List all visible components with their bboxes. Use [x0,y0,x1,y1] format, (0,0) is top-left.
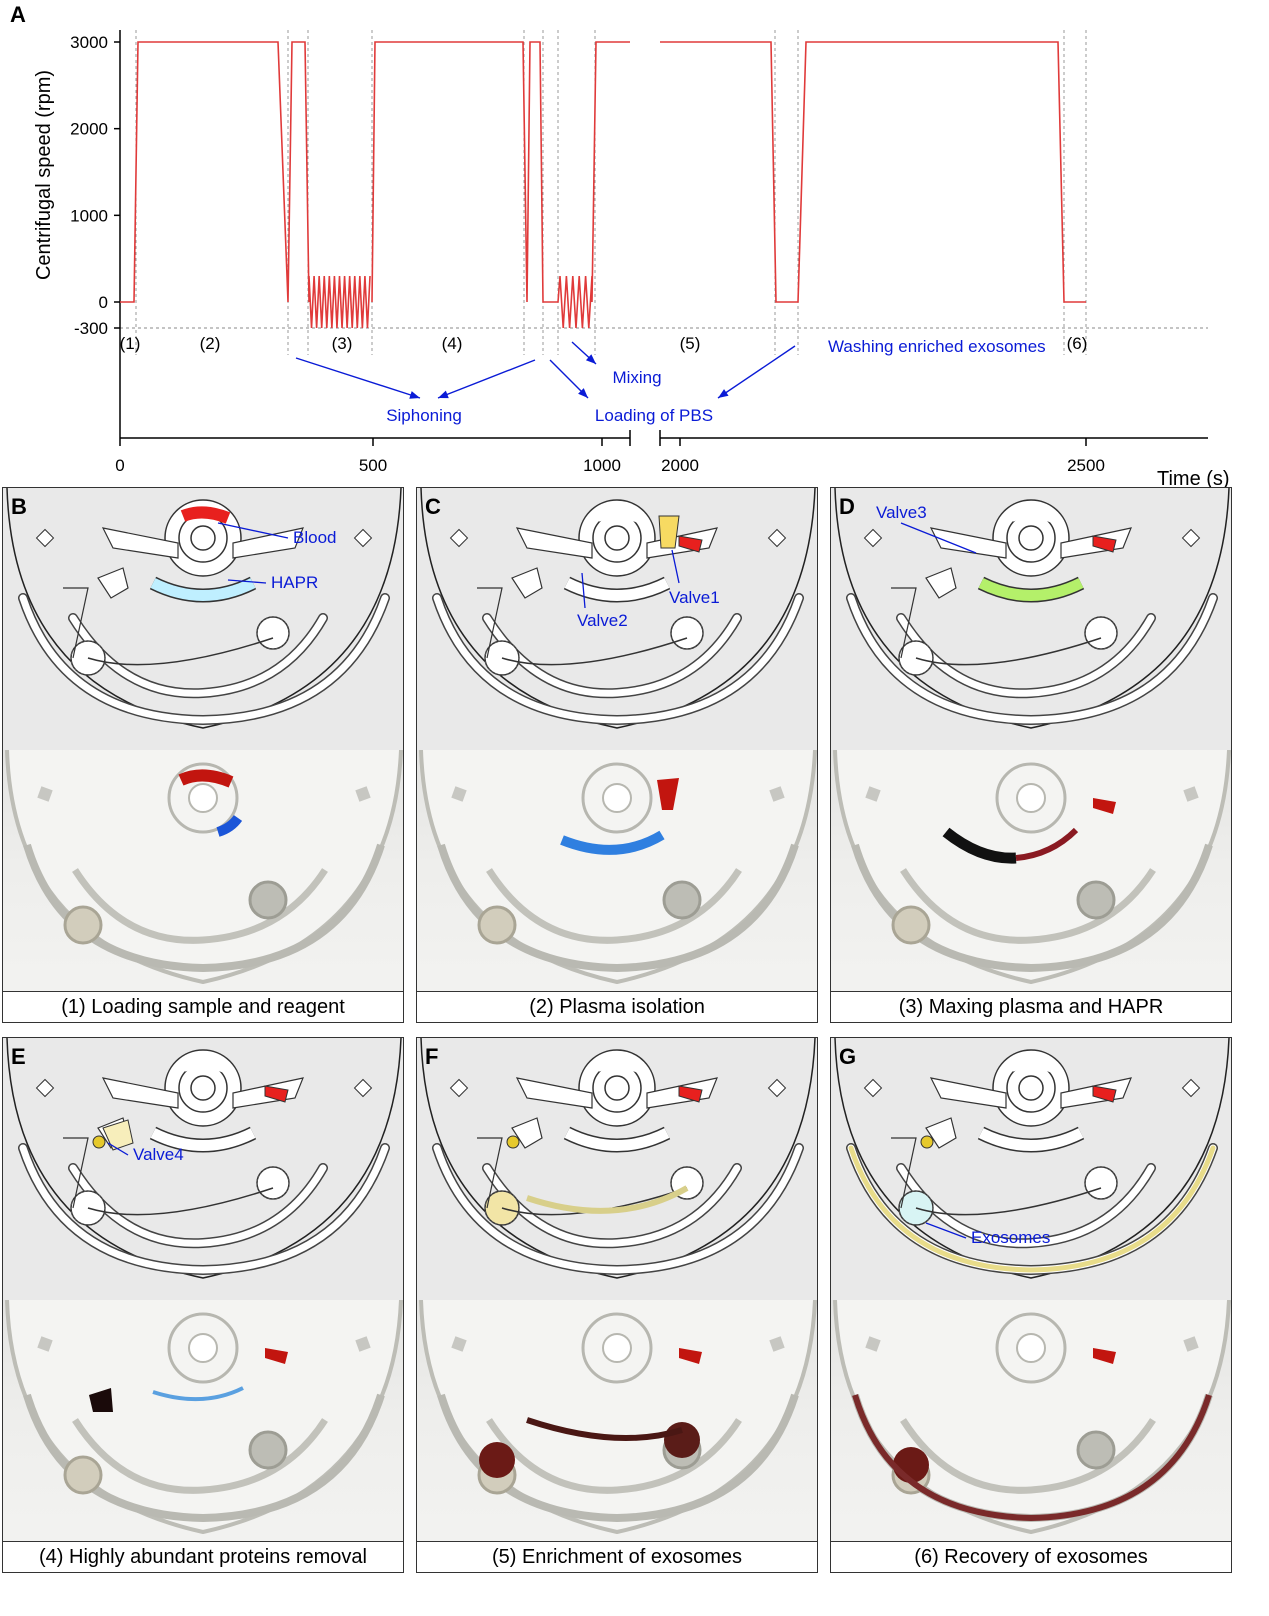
panel-letter: C [425,494,441,520]
speed-line-segment [372,42,630,328]
chip-photo [417,1300,817,1558]
panel-f: F (5) Enrichment of exosomes [416,1037,818,1573]
x-tick-label: 1000 [583,456,621,475]
panel-annotation: Valve3 [876,503,927,522]
x-tick-label: 500 [359,456,387,475]
panel-letter: D [839,494,855,520]
stage-label: (6) [1067,334,1088,353]
panel-caption: (6) Recovery of exosomes [831,1541,1231,1572]
speed-series [120,42,1086,328]
x-tick-label: 0 [115,456,124,475]
chip-photo [831,1300,1231,1558]
annotation-arrow-head [718,389,729,398]
panel-letter: G [839,1044,856,1070]
panel-e: Valve4 E (4) Highly abundant proteins rem… [2,1037,404,1573]
stage-label: (2) [200,334,221,353]
chart-axes [120,30,1208,446]
panel-annotation: HAPR [271,573,318,592]
chip-schematic: Exosomes [831,1038,1231,1300]
chip-photo [417,750,817,1008]
panel-letter: B [11,494,27,520]
panel-letter: F [425,1044,438,1070]
y-tick-label: 3000 [70,33,108,52]
panel-caption: (2) Plasma isolation [417,991,817,1022]
speed-profile-svg: 3000 2000 1000 0 -300 0 500 1000 2000 2500 (1) (2)… [0,0,1269,490]
panel-caption: (3) Maxing plasma and HAPR [831,991,1231,1022]
chip-photo [3,1300,403,1558]
annotation-arrow-line [438,360,535,398]
stage-label: (4) [442,334,463,353]
annotation-label: Siphoning [386,406,462,425]
panel-annotation: Blood [293,528,336,547]
annotation-label: Mixing [612,368,661,387]
y-tick-label: 0 [99,293,108,312]
panel-annotation: Exosomes [971,1228,1050,1247]
annotation-arrow-line [296,358,420,398]
y-tick-label: 2000 [70,120,108,139]
speed-profile-chart: 3000 2000 1000 0 -300 0 500 1000 2000 2500 (1) (2)… [0,0,1269,490]
speed-line-segment [660,42,1086,302]
panel-caption: (4) Highly abundant proteins removal [3,1541,403,1572]
annotation-arrow-head [409,391,420,399]
panel-annotation: Valve1 [669,588,720,607]
x-tick-label: 2500 [1067,456,1105,475]
panel-annotation: Valve2 [577,611,628,630]
stage-label: (1) [120,334,141,353]
chip-schematic: Valve4 [3,1038,403,1300]
panel-annotation: Valve4 [133,1145,184,1164]
chart-ticks: 3000 2000 1000 0 -300 0 500 1000 2000 2500 [70,33,1105,475]
panel-letter: E [11,1044,26,1070]
annotation-label: Washing enriched exosomes [828,337,1046,356]
chip-schematic [417,1038,817,1300]
stage-label: (5) [680,334,701,353]
annotation-label: Loading of PBS [595,406,713,425]
x-tick-label: 2000 [661,456,699,475]
chip-schematic: Blood HAPR [3,488,403,750]
y-axis-label: Centrifugal speed (rpm) [33,70,55,280]
stage-label: (3) [332,334,353,353]
chip-schematic: Valve3 [831,488,1231,750]
panel-c: Valve1 Valve2 C (2) Plasma isolation [416,487,818,1023]
annotation-arrow-head [438,391,449,398]
chart-annotations: (1) (2) (3) (4) (5) (6) Siphoning MixingLoading… [120,334,1088,425]
panel-caption: (5) Enrichment of exosomes [417,1541,817,1572]
speed-line-segment [120,42,370,328]
chip-schematic: Valve1 Valve2 [417,488,817,750]
chip-photo [3,750,403,1008]
panel-b: Blood HAPR B (1) Loading sample and reage… [2,487,404,1023]
chip-photo [831,750,1231,1008]
panel-caption: (1) Loading sample and reagent [3,991,403,1022]
panel-g: Exosomes G (6) Recovery of exosomes [830,1037,1232,1573]
annotation-arrow-line [718,346,795,398]
panel-d: Valve3 D (3) Maxing plasma and HAPR [830,487,1232,1023]
y-tick-label: 1000 [70,206,108,225]
y-tick-label: -300 [74,319,108,338]
